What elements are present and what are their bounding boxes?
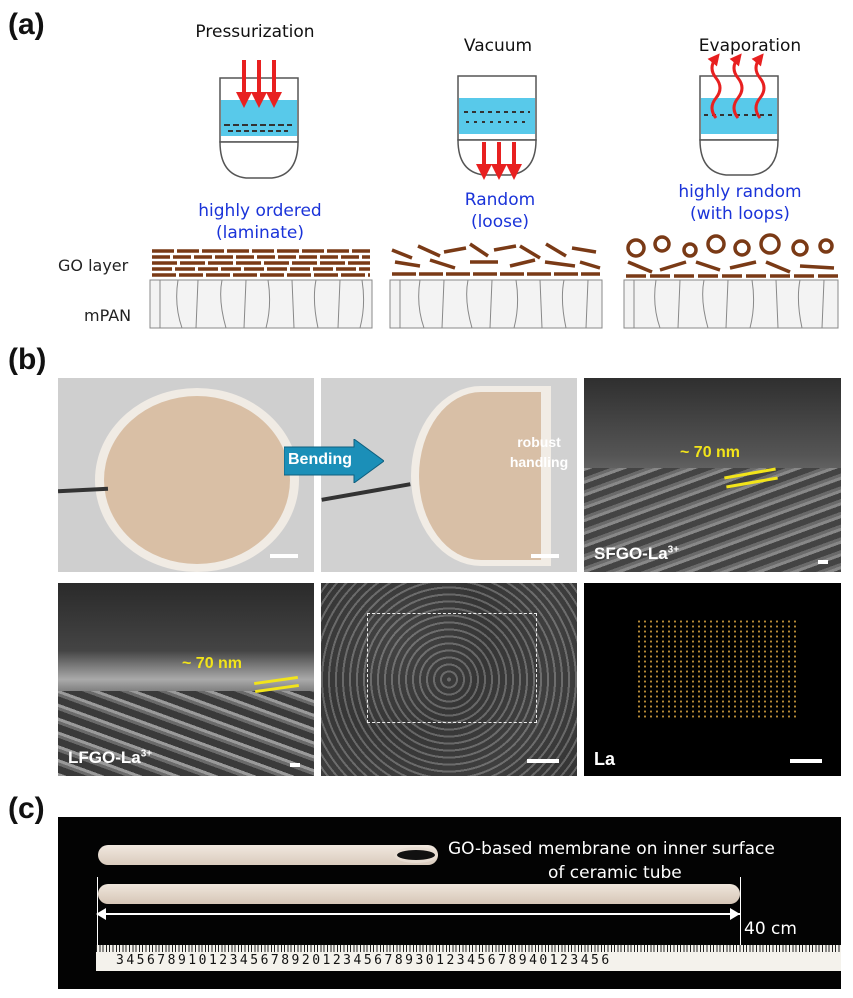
process-evaporation-label: Evaporation <box>698 36 802 56</box>
long-tube <box>98 884 740 904</box>
surface-sem-image <box>321 583 577 776</box>
lfgo-label-text: LFGO-La <box>68 748 141 767</box>
go-layer-loops-illustration <box>626 233 838 278</box>
filtration-schematic <box>149 53 839 329</box>
structure-loops-line2: (with loops) <box>690 204 790 224</box>
structure-loops-line1: highly random <box>678 182 802 202</box>
funnel-evaporation-icon <box>699 53 779 176</box>
panel-c-label: (c) <box>8 792 45 825</box>
ceramic-tube-photo: 40 cm GO-based membrane on inner surface… <box>58 817 841 989</box>
la-label: La <box>594 749 616 769</box>
tube-opening <box>394 847 438 863</box>
scale-bar <box>790 759 822 763</box>
arrow-left-head <box>96 908 106 920</box>
robust-line2: handling <box>509 454 569 470</box>
go-layer-laminate-illustration <box>150 248 372 278</box>
scale-bar <box>531 554 559 558</box>
la-eds-map: La <box>584 583 841 776</box>
tick-left <box>97 877 98 952</box>
process-pressurization-label: Pressurization <box>195 22 315 42</box>
thickness-label-bottom: ~ 70 nm <box>182 655 243 672</box>
sfgo-sem-image: ~ 70 nm SFGO-La3+ <box>584 378 841 572</box>
short-tube <box>98 845 438 865</box>
panel-a-label: (a) <box>8 8 45 41</box>
sfgo-ion-charge: 3+ <box>667 544 680 556</box>
scale-bar <box>818 560 828 564</box>
bent-membrane-coating <box>419 392 541 560</box>
caption-line1: GO-based membrane on inner surface <box>448 839 775 859</box>
mpan-support-illustration <box>149 279 839 329</box>
lfgo-sem-image: ~ 70 nm LFGO-La3+ <box>58 583 314 776</box>
membrane-photo <box>58 378 314 572</box>
go-layer-random-illustration <box>391 242 601 276</box>
mpan-label: mPAN <box>84 306 132 325</box>
robust-line1: robust <box>517 434 561 450</box>
funnel-pressurization-icon <box>219 60 299 179</box>
tweezers-icon <box>321 482 411 502</box>
structure-ordered-line2: (laminate) <box>215 223 304 243</box>
length-arrow <box>98 913 740 915</box>
funnel-vacuum-icon <box>457 75 537 180</box>
tick-right <box>740 877 741 952</box>
length-label: 40 cm <box>744 919 797 939</box>
membrane-go-coating <box>104 396 290 564</box>
sfgo-label: SFGO-La3+ <box>594 544 679 564</box>
sem-texture <box>584 468 841 572</box>
sem-texture <box>321 583 577 776</box>
scale-bar <box>527 759 559 763</box>
structure-random-line2: (loose) <box>470 212 530 232</box>
caption-line2: of ceramic tube <box>548 863 682 883</box>
measuring-tape: 3456789101234567892012345678930123456789… <box>96 945 841 971</box>
scale-bar <box>290 763 300 767</box>
bending-label: Bending <box>288 451 352 468</box>
scale-bar <box>270 554 298 558</box>
structure-ordered-line1: highly ordered <box>198 201 322 221</box>
tape-ticks <box>96 945 841 952</box>
tape-digits: 3456789101234567892012345678930123456789… <box>116 953 612 968</box>
thickness-marker-bottom <box>254 675 298 686</box>
process-vacuum-label: Vacuum <box>463 36 533 56</box>
bending-arrow: Bending <box>284 439 384 483</box>
thickness-label-top: ~ 70 nm <box>680 444 741 461</box>
structure-random-line1: Random <box>464 190 536 210</box>
mapping-region-box <box>367 613 537 723</box>
sem-texture <box>58 691 314 776</box>
arrow-right-head <box>730 908 740 920</box>
panel-b-label: (b) <box>8 343 47 376</box>
go-layer-label: GO layer <box>58 256 129 275</box>
sfgo-label-text: SFGO-La <box>594 544 668 563</box>
lfgo-ion-charge: 3+ <box>140 748 153 760</box>
lfgo-label: LFGO-La3+ <box>68 748 152 768</box>
la-dots <box>636 619 796 719</box>
